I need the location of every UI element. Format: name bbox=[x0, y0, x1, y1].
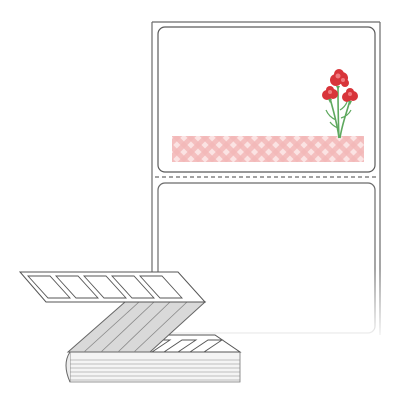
label-1 bbox=[157, 26, 376, 173]
fanfold-stack-icon bbox=[18, 271, 242, 383]
carnation-icon bbox=[322, 69, 358, 139]
gingham-band bbox=[172, 136, 364, 162]
